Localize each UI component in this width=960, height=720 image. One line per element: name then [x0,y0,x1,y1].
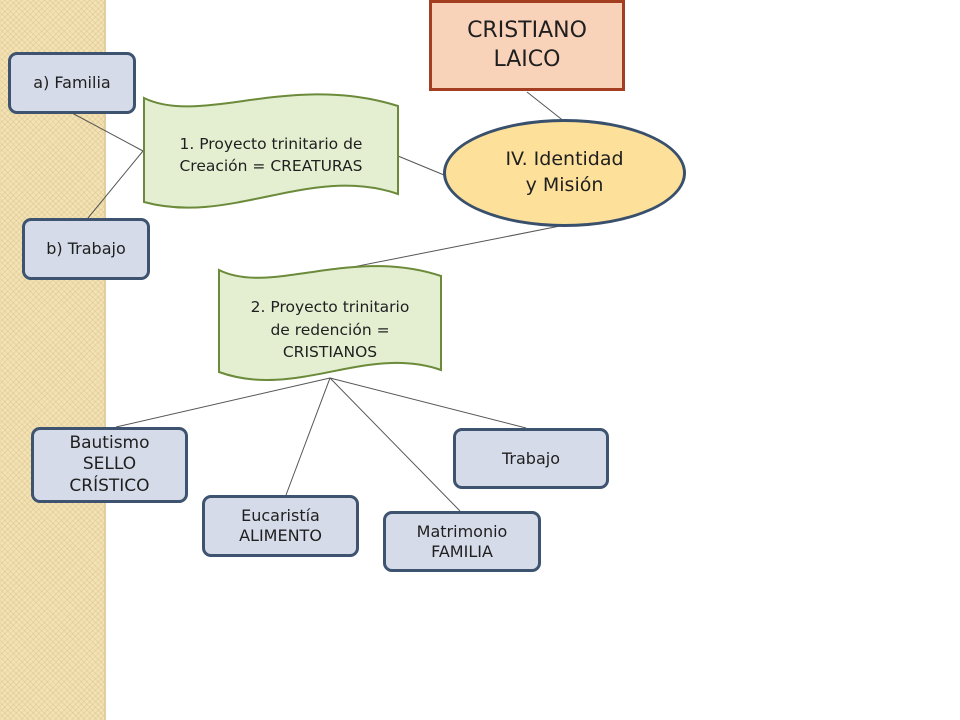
connector-banner2-eucaristia [285,377,331,496]
box-trabajo-b: b) Trabajo [22,218,150,280]
box-matrimonio: Matrimonio FAMILIA [383,511,541,572]
box-bautismo: Bautismo SELLO CRÍSTICO [31,427,188,503]
connector-banner2-trabajo [329,377,527,429]
connector-banner2-bautismo [115,377,331,428]
connector-banner2-matrimonio [329,377,461,512]
box-eucaristia: Eucaristía ALIMENTO [202,495,359,557]
banner-creation-label: 1. Proyecto trinitario de Creación = CRE… [179,134,363,175]
box-familia: a) Familia [8,52,136,114]
banner-shape [143,93,399,209]
connector-title-ellipse [526,91,566,123]
banner-proyecto-creacion: 1. Proyecto trinitario de Creación = CRE… [141,90,401,220]
connector-banner1-trabajo [87,150,144,219]
banner-shape [218,265,442,381]
connector-ellipse-banner2 [327,225,561,273]
decorative-side-band [0,0,106,720]
center-ellipse-identidad-mision: IV. Identidad y Misión [443,119,686,227]
connector-banner1-familia [71,112,144,152]
connector-ellipse-banner1 [397,155,445,176]
banner-proyecto-redencion: 2. Proyecto trinitario de redención = CR… [216,262,444,386]
title-box-cristiano-laico: CRISTIANO LAICO [429,0,625,91]
banner-redemption-label: 2. Proyecto trinitario de redención = CR… [250,298,410,362]
box-trabajo: Trabajo [453,428,609,489]
